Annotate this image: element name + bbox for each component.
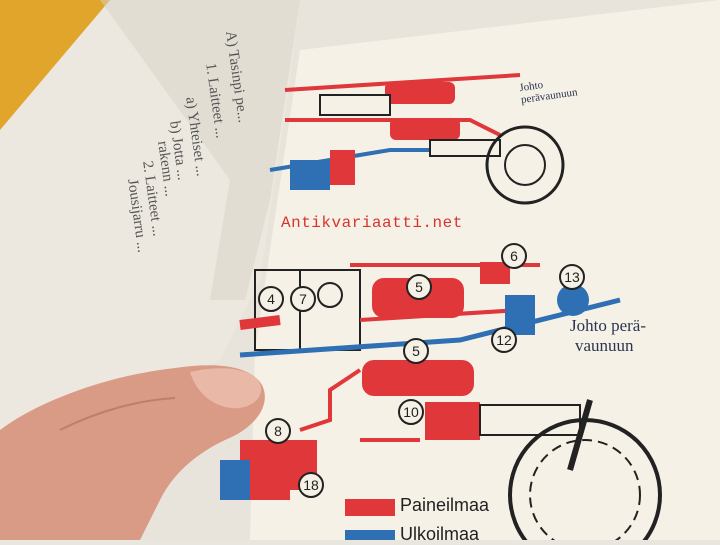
legend-swatch-outside: [345, 530, 395, 540]
callout-5-upper: 5: [406, 274, 432, 300]
top-valve: [290, 160, 330, 190]
thumbnail-nail: [190, 368, 262, 409]
callout-6: 6: [501, 243, 527, 269]
callout-13: 13: [559, 264, 585, 290]
main-diagram-label-line1: Johto perä-: [570, 316, 647, 335]
top-brake-drum: [485, 125, 565, 205]
callout-5-lower: 5: [403, 338, 429, 364]
top-diagram: [269, 73, 565, 205]
legend-air-label: Paineilmaa: [400, 495, 490, 515]
top-tank-2: [390, 118, 460, 140]
legend-swatch-air: [345, 499, 395, 516]
callout-18: 18: [298, 472, 324, 498]
callout-8: 8: [265, 418, 291, 444]
coupling-13: [557, 284, 589, 316]
callout-4: 4: [258, 286, 284, 312]
brake-cylinder: [425, 402, 480, 440]
thumb: [0, 365, 265, 540]
air-tank-lower: [362, 360, 474, 396]
main-diagram-label-line2: vaunuun: [575, 336, 634, 355]
legend-outside-air-label: Ulkoilmaa: [400, 524, 480, 544]
valve-6: [480, 262, 510, 284]
top-tank-1: [385, 82, 455, 104]
callout-12: 12: [491, 327, 517, 353]
callout-10: 10: [398, 399, 424, 425]
page-shadow: [100, 0, 300, 300]
callout-7: 7: [290, 286, 316, 312]
top-cylinder: [429, 139, 501, 157]
watermark: Antikvariaatti.net: [281, 214, 463, 232]
pressure-gauge: [317, 282, 343, 308]
